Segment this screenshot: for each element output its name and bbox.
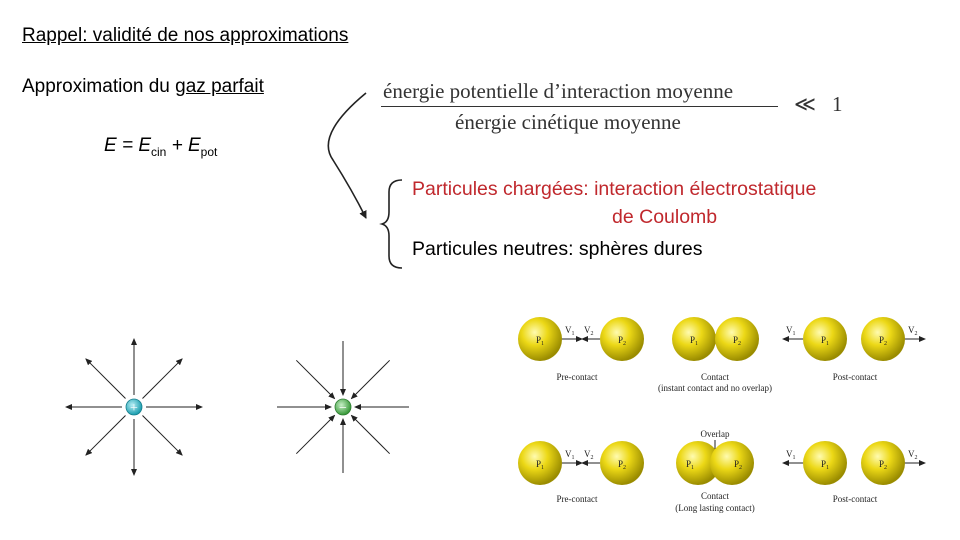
svg-text:V1: V1 (565, 449, 575, 461)
svg-text:P1: P1 (686, 459, 694, 471)
row2-postcontact-label: Post-contact (833, 494, 878, 504)
approximation-heading: Approximation du gaz parfait (22, 76, 264, 98)
neutral-particles-line: Particules neutres: sphères dures (412, 238, 703, 260)
fraction-bar (381, 106, 778, 107)
slide-title: Rappel: validité de nos approximations (22, 25, 349, 46)
sphere-p2-contact-2: P2 (710, 441, 754, 485)
field-line-arrow (350, 359, 391, 400)
field-line-arrow (295, 414, 336, 455)
svg-text:P2: P2 (734, 459, 742, 471)
field-line-arrow (142, 415, 183, 456)
svg-text:P1: P1 (536, 459, 544, 471)
row1-contact-note: (instant contact and no overlap) (658, 383, 772, 393)
eq-plus: + E (166, 135, 201, 156)
sphere-p1-contact-1: P1 (672, 317, 716, 361)
eq-sub-pot: pot (200, 144, 218, 159)
svg-text:P2: P2 (879, 459, 887, 471)
svg-text:P1: P1 (821, 335, 829, 347)
eq-sub-cin: cin (151, 144, 167, 159)
overlap-label: Overlap (701, 429, 730, 439)
field-line-arrow (142, 358, 183, 399)
sphere-p1-precontact-2: P1 (518, 441, 562, 485)
eq-lhs: E = E (104, 135, 151, 156)
negative-charge-circle (334, 398, 352, 416)
row2-contact-note: (Long lasting contact) (675, 503, 754, 513)
collision-diagram: P1 P2 V1 V2 Pre-contact P1 P2 Contact (i… (518, 317, 926, 513)
fraction-rhs: 1 (832, 92, 843, 116)
svg-text:P1: P1 (536, 335, 544, 347)
row2-contact-label: Contact (701, 491, 729, 501)
energy-equation: E = Ecin + Epot (104, 135, 217, 159)
fraction-denominator: énergie cinétique moyenne (455, 110, 681, 134)
sphere-p2-postcontact-1: P2 (861, 317, 905, 361)
negative-charge: − (334, 398, 352, 416)
sphere-p2-postcontact-2: P2 (861, 441, 905, 485)
svg-text:V2: V2 (584, 449, 594, 461)
positive-charge-field (65, 338, 203, 476)
svg-text:P2: P2 (618, 335, 626, 347)
svg-text:V2: V2 (584, 325, 594, 337)
plus-sign: + (130, 401, 138, 416)
positive-charge: + (125, 398, 143, 416)
svg-text:V2: V2 (908, 449, 918, 461)
field-line-arrow (85, 358, 126, 399)
sphere-p1-precontact-1: P1 (518, 317, 562, 361)
approximation-prefix: Approximation du (22, 76, 176, 97)
sphere-p2-precontact-2: P2 (600, 441, 644, 485)
svg-text:P1: P1 (690, 335, 698, 347)
row1-contact-label: Contact (701, 372, 729, 382)
svg-text:V1: V1 (786, 325, 796, 337)
svg-text:P2: P2 (618, 459, 626, 471)
svg-text:V1: V1 (786, 449, 796, 461)
charged-particles-line1: Particules chargées: interaction électro… (412, 178, 817, 200)
svg-text:V1: V1 (565, 325, 575, 337)
curved-arrow (327, 92, 367, 219)
sphere-p1-postcontact-2: P1 (803, 441, 847, 485)
ideal-gas-link[interactable]: gaz parfait (175, 76, 264, 97)
field-line-arrow (85, 415, 126, 456)
row2-precontact-label: Pre-contact (557, 494, 598, 504)
curly-brace (379, 179, 403, 269)
svg-text:P2: P2 (733, 335, 741, 347)
svg-text:V2: V2 (908, 325, 918, 337)
field-line-arrow (350, 414, 391, 455)
negative-charge-field (277, 341, 409, 473)
row1-postcontact-label: Post-contact (833, 372, 878, 382)
much-less-than-symbol: ≪ (794, 92, 816, 116)
field-line-arrow (295, 359, 336, 400)
svg-text:P2: P2 (879, 335, 887, 347)
fraction-numerator: énergie potentielle d’interaction moyenn… (383, 79, 734, 103)
sphere-p2-precontact-1: P2 (600, 317, 644, 361)
sphere-p2-contact-1: P2 (715, 317, 759, 361)
sphere-p1-postcontact-1: P1 (803, 317, 847, 361)
row1-precontact-label: Pre-contact (557, 372, 598, 382)
minus-sign: − (339, 401, 347, 416)
positive-charge-circle (125, 398, 143, 416)
sphere-p1-contact-2: P1 (676, 441, 720, 485)
charged-particles-line2: de Coulomb (612, 206, 718, 228)
svg-text:P1: P1 (821, 459, 829, 471)
